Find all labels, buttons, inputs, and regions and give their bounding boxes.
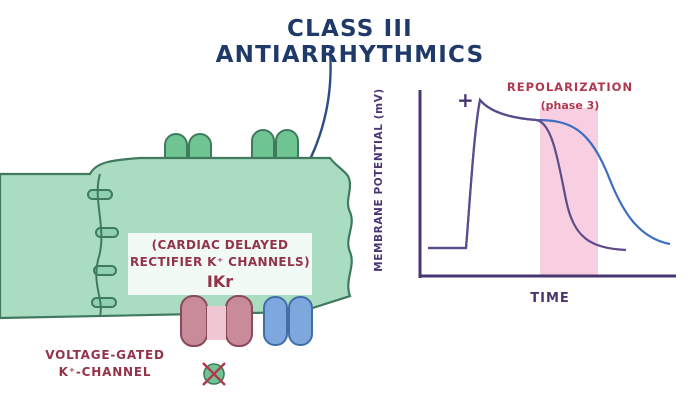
channel-description-line2: RECTIFIER K⁺ CHANNELS)	[130, 255, 310, 269]
depolarization-plus-marker: +	[457, 88, 474, 112]
normal-action-potential-trace	[428, 97, 627, 252]
ikr-channel	[180, 295, 253, 347]
channel-type-line2: K⁺-CHANNEL	[58, 365, 152, 379]
channel-description-box	[128, 233, 312, 295]
repolarization-label: REPOLARIZATION	[506, 80, 634, 94]
x-axis-label: TIME	[530, 291, 570, 306]
cell-edge-line	[95, 173, 103, 317]
page-title: CLASS III ANTIARRHYTHMICS	[215, 16, 485, 68]
channel-description-line1: (CARDIAC DELAYED	[151, 238, 289, 252]
k-channel-blocked-icon	[202, 362, 226, 386]
y-axis-label: MEMBRANE POTENTIAL (mV)	[373, 88, 385, 272]
phase-label: (phase 3)	[540, 99, 600, 112]
ikr-label: IKr	[206, 272, 234, 291]
blue-channel	[263, 296, 313, 346]
channel-type-line1: VOLTAGE-GATED	[45, 348, 165, 362]
